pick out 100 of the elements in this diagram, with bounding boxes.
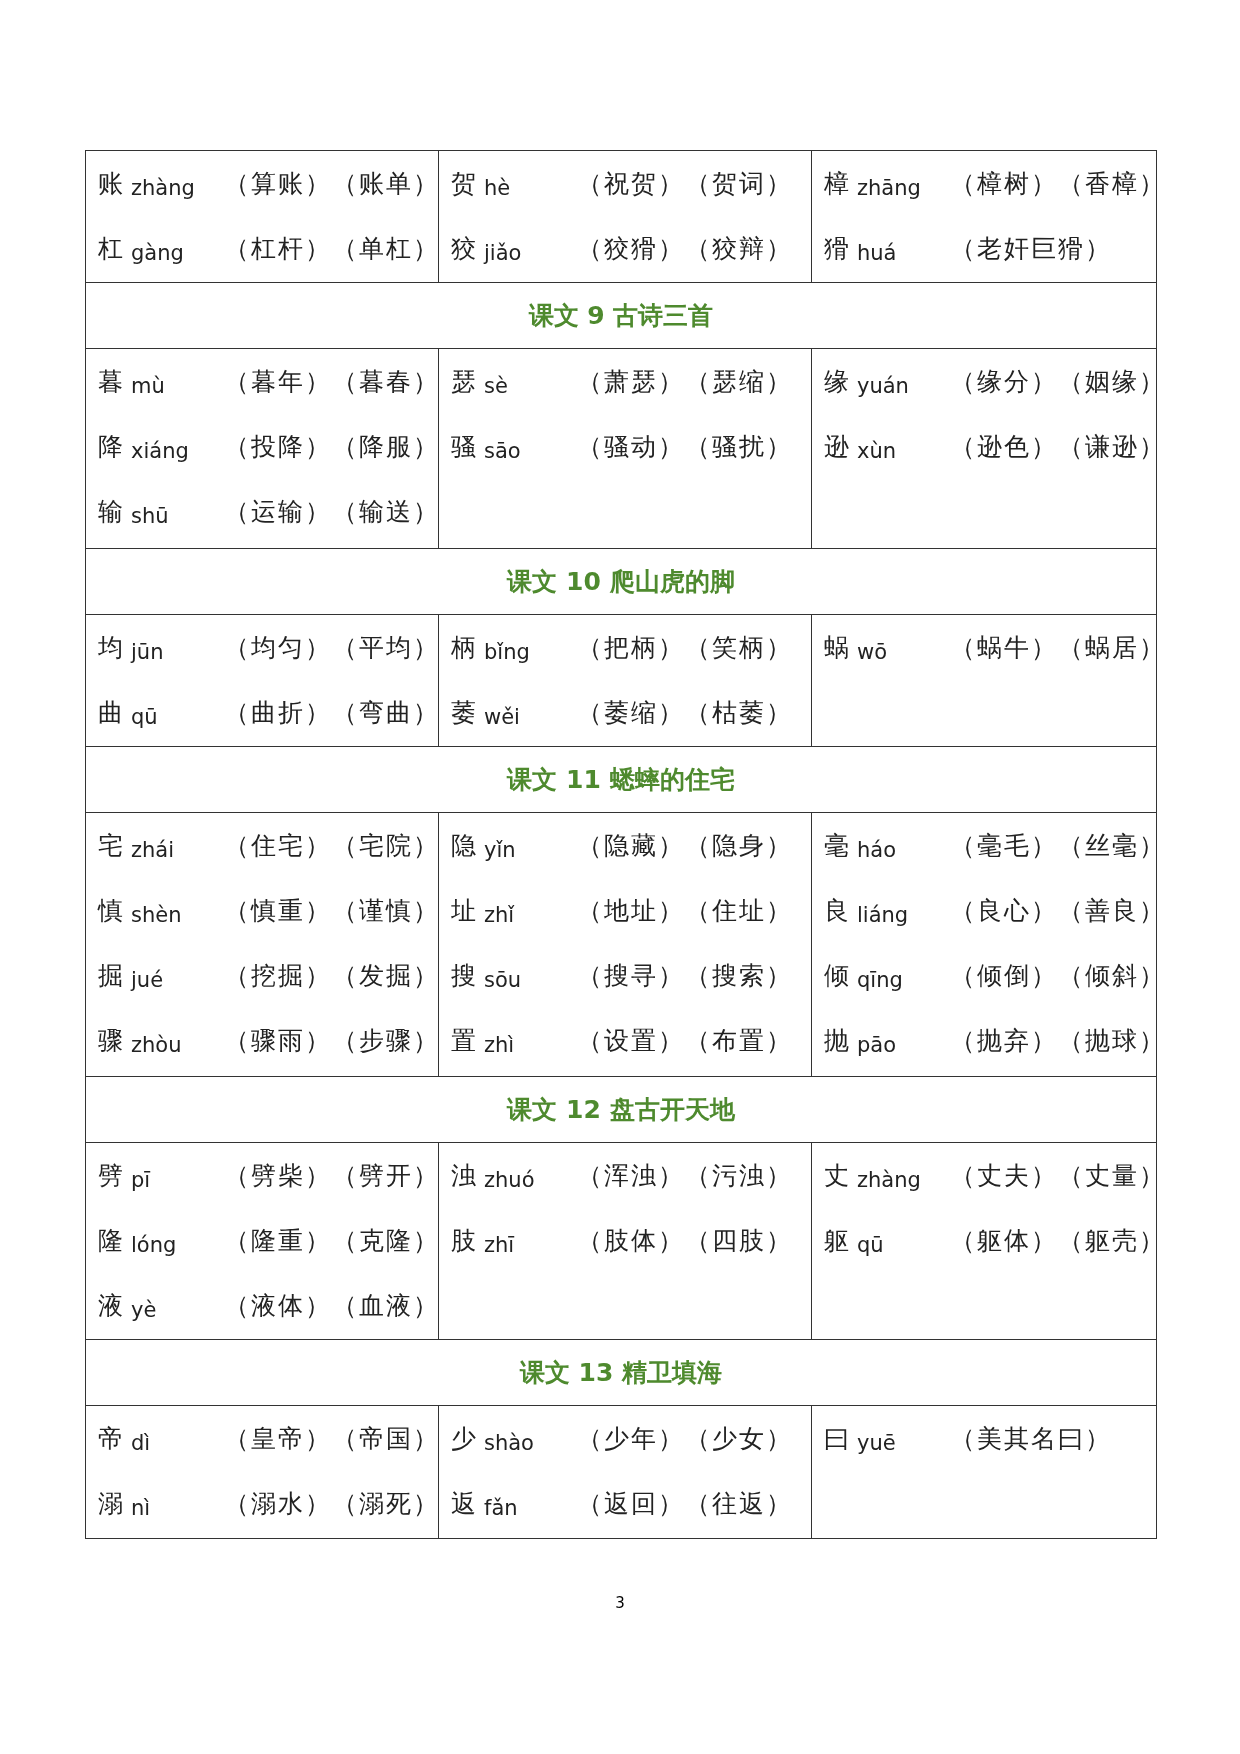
pinyin-text: xiáng [131, 438, 189, 463]
pinyin-text: zhǐ [484, 902, 515, 927]
word-examples-text: （搜寻）（搜索） [577, 960, 793, 992]
character-text: 倾 [824, 960, 849, 992]
word-examples-text: （隐藏）（隐身） [577, 830, 793, 862]
word-examples-text: （美其名曰） [950, 1423, 1112, 1455]
pinyin-text: pāo [857, 1032, 897, 1057]
character-text: 隐 [451, 830, 476, 862]
character-text: 曰 [824, 1423, 849, 1455]
character-text: 丈 [824, 1160, 849, 1192]
character-text: 液 [98, 1290, 123, 1322]
word-examples-text: （祝贺）（贺词） [577, 168, 793, 200]
character-text: 瑟 [451, 366, 476, 398]
word-examples-text: （皇帝）（帝国） [224, 1423, 440, 1455]
word-examples-text: （老奸巨猾） [950, 233, 1112, 265]
character-text: 慎 [98, 895, 123, 927]
pinyin-text: hè [484, 175, 511, 200]
pinyin-text: sāo [484, 438, 521, 463]
word-examples-text: （挖掘）（发掘） [224, 960, 440, 992]
pinyin-text: yuán [857, 373, 909, 398]
character-text: 杠 [98, 233, 123, 265]
word-examples-text: （萧瑟）（瑟缩） [577, 366, 793, 398]
character-text: 肢 [451, 1225, 476, 1257]
pinyin-text: wō [857, 639, 888, 664]
word-examples-text: （住宅）（宅院） [224, 830, 440, 862]
pinyin-text: liáng [857, 902, 909, 927]
character-text: 躯 [824, 1225, 849, 1257]
pinyin-text: sōu [484, 967, 522, 992]
section-heading: 课文 12 盘古开天地 [507, 1095, 735, 1124]
word-examples-text: （骤雨）（步骤） [224, 1025, 440, 1057]
word-examples-text: （地址）（住址） [577, 895, 793, 927]
character-text: 置 [451, 1025, 476, 1057]
word-examples-text: （算账）（账单） [224, 168, 440, 200]
word-examples-text: （运输）（输送） [224, 496, 440, 528]
word-examples-text: （萎缩）（枯萎） [577, 697, 793, 729]
word-examples-text: （逊色）（谦逊） [950, 431, 1166, 463]
word-examples-text: （蜗牛）（蜗居） [950, 632, 1166, 664]
word-examples-text: （抛弃）（抛球） [950, 1025, 1166, 1057]
word-examples-text: （杠杆）（单杠） [224, 233, 440, 265]
word-examples-text: （液体）（血液） [224, 1290, 440, 1322]
character-text: 浊 [451, 1160, 476, 1192]
pinyin-text: zhòu [131, 1032, 182, 1057]
word-examples-text: （均匀）（平均） [224, 632, 440, 664]
character-text: 樟 [824, 168, 849, 200]
page-number: 3 [615, 1594, 625, 1612]
pinyin-text: zhuó [484, 1167, 535, 1192]
pinyin-text: qū [857, 1232, 884, 1257]
pinyin-text: huá [857, 240, 897, 265]
pinyin-text: lóng [131, 1232, 177, 1257]
character-text: 掘 [98, 960, 123, 992]
character-text: 隆 [98, 1225, 123, 1257]
word-examples-text: （少年）（少女） [577, 1423, 793, 1455]
pinyin-text: wěi [484, 704, 520, 729]
character-text: 骚 [451, 431, 476, 463]
section-heading: 课文 11 蟋蟀的住宅 [507, 765, 735, 794]
pinyin-text: mù [131, 373, 165, 398]
character-text: 缘 [824, 366, 849, 398]
pinyin-text: yuē [857, 1430, 896, 1455]
pinyin-text: fǎn [484, 1495, 518, 1520]
character-text: 蜗 [824, 632, 849, 664]
word-examples-text: （樟树）（香樟） [950, 168, 1166, 200]
word-examples-text: （躯体）（躯壳） [950, 1225, 1166, 1257]
character-text: 少 [451, 1423, 476, 1455]
word-examples-text: （曲折）（弯曲） [224, 697, 440, 729]
word-examples-text: （狡猾）（狡辩） [577, 233, 793, 265]
word-examples-text: （倾倒）（倾斜） [950, 960, 1166, 992]
character-text: 劈 [98, 1160, 123, 1192]
word-examples-text: （暮年）（暮春） [224, 366, 440, 398]
pinyin-text: zhāng [857, 175, 921, 200]
pinyin-text: sè [484, 373, 508, 398]
pinyin-text: jiǎo [484, 240, 522, 265]
character-text: 猾 [824, 233, 849, 265]
pinyin-text: shū [131, 503, 169, 528]
character-text: 狡 [451, 233, 476, 265]
pinyin-text: qū [131, 704, 158, 729]
word-examples-text: （良心）（善良） [950, 895, 1166, 927]
character-text: 贺 [451, 168, 476, 200]
section-heading: 课文 13 精卫填海 [519, 1358, 723, 1387]
character-text: 帝 [98, 1423, 123, 1455]
pinyin-text: yǐn [484, 837, 516, 862]
character-text: 降 [98, 431, 123, 463]
word-examples-text: （骚动）（骚扰） [577, 431, 793, 463]
section-heading: 课文 10 爬山虎的脚 [507, 567, 735, 596]
pinyin-text: zhì [484, 1032, 515, 1057]
pinyin-text: jué [131, 967, 164, 992]
character-text: 溺 [98, 1488, 123, 1520]
character-text: 曲 [98, 697, 123, 729]
character-text: 柄 [451, 632, 476, 664]
word-examples-text: （隆重）（克隆） [224, 1225, 440, 1257]
character-text: 良 [824, 895, 849, 927]
pinyin-text: zhàng [857, 1167, 921, 1192]
character-text: 返 [451, 1488, 476, 1520]
character-text: 抛 [824, 1025, 849, 1057]
character-text: 输 [98, 496, 123, 528]
character-text: 暮 [98, 366, 123, 398]
character-text: 宅 [98, 830, 123, 862]
word-examples-text: （溺水）（溺死） [224, 1488, 440, 1520]
word-examples-text: （丈夫）（丈量） [950, 1160, 1166, 1192]
pinyin-text: bǐng [484, 639, 530, 664]
pinyin-text: zhī [484, 1232, 515, 1257]
